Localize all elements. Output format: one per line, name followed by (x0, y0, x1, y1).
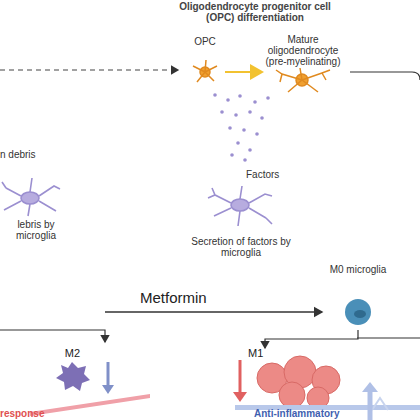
cell-label: M1 (248, 348, 346, 359)
annotation-label: response (0, 408, 70, 419)
connector-arrow (265, 330, 358, 348)
balance-bar (30, 394, 150, 416)
cell-node: M1 (248, 348, 346, 406)
annotation-label: Metformin (140, 289, 230, 306)
dashed-arrow (0, 69, 178, 70)
arrow-head (102, 385, 114, 394)
bracket-line (0, 330, 105, 342)
balance-arrow (368, 388, 373, 420)
diagram-title: Oligodendrocyte progenitor cell (OPC) di… (170, 1, 340, 23)
cell-label: OPC (185, 36, 225, 47)
decrease-arrow (107, 362, 110, 388)
annotation-label: n debris (0, 149, 60, 160)
annotation-label: lebris by microglia (8, 219, 64, 241)
decrease-arrow (239, 360, 242, 396)
annotation-label: Secretion of factors by microglia (182, 236, 300, 258)
cell-label: M0 microglia (326, 264, 390, 275)
cell-label: M2 (50, 348, 95, 359)
opc-cell (193, 60, 217, 82)
annotation-label: Factors (246, 169, 296, 180)
cell-node: M0 microglia (326, 264, 390, 330)
factor-particles (213, 93, 270, 162)
microglia-cell (2, 178, 60, 216)
m1-cells (257, 356, 340, 409)
treatment-arrow (105, 311, 322, 312)
microglia-cell (208, 186, 272, 226)
cell-node: OPC (185, 36, 225, 88)
connector-arrow (225, 71, 262, 73)
m2-cell (56, 362, 90, 391)
m0-cell (345, 299, 371, 325)
oligodendrocyte-cell (276, 68, 330, 92)
cell-node: M2 (50, 348, 95, 394)
cell-node: Mature oligodendrocyte (pre-myelinating) (262, 34, 344, 96)
arrow-head (362, 382, 378, 392)
cell-label: Mature oligodendrocyte (pre-myelinating) (262, 34, 344, 67)
arrow-head (233, 392, 247, 402)
bracket-line (357, 337, 420, 338)
annotation-label: Anti-inflammatory (254, 408, 374, 419)
pathway-line (350, 72, 420, 80)
balance-pivot (372, 398, 388, 410)
